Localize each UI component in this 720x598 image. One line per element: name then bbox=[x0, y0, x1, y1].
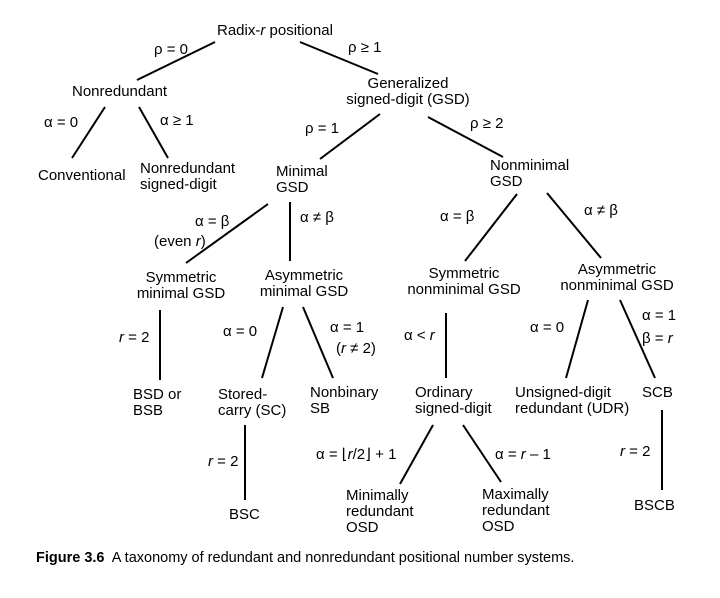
label-alpha-eq-1-a: α = 1 bbox=[330, 319, 365, 336]
label-alpha-eq-0-c: α = 0 bbox=[530, 319, 565, 336]
label-alpha-eq-beta-b: α = β bbox=[440, 208, 475, 225]
edge-gsd-minimal bbox=[319, 113, 381, 160]
label-alpha-ne-beta-a: α ≠ β bbox=[300, 209, 334, 226]
edge-asymmin-stored bbox=[261, 306, 284, 379]
edge-nonminimal-asymnonmin bbox=[546, 192, 602, 259]
label-alpha-r-minus-1: α = r – 1 bbox=[495, 446, 551, 463]
label-alpha-eq-0-a: α = 0 bbox=[44, 114, 79, 131]
label-r-eq-2-a: r = 2 bbox=[119, 329, 150, 346]
node-conventional: Conventional bbox=[38, 167, 126, 184]
label-beta-eq-r: β = r bbox=[642, 330, 673, 347]
label-alpha-floor: α = ⌊r/2⌋ + 1 bbox=[316, 446, 397, 463]
label-alpha-ge-1: α ≥ 1 bbox=[160, 112, 194, 129]
edge-ordinary-maxosd bbox=[462, 424, 502, 483]
node-scb: SCB bbox=[642, 384, 673, 401]
edge-nonminimal-symnonmin bbox=[464, 193, 518, 262]
label-rho-eq-1: ρ = 1 bbox=[305, 120, 339, 137]
node-bscb: BSCB bbox=[634, 497, 675, 514]
node-stored-carry: Stored-carry (SC) bbox=[218, 386, 287, 419]
label-r-ne-2: (r ≠ 2) bbox=[336, 340, 376, 357]
edge-ordinary-minosd bbox=[399, 424, 434, 485]
edge-nonredundant-nrsigned bbox=[138, 106, 169, 159]
label-rho-eq-0: ρ = 0 bbox=[154, 41, 188, 58]
label-rho-ge-1: ρ ≥ 1 bbox=[348, 39, 382, 56]
figure-caption: Figure 3.6 A taxonomy of redundant and n… bbox=[36, 550, 574, 566]
node-nonredundant: Nonredundant bbox=[72, 83, 168, 100]
edge-root-nonredundant bbox=[136, 41, 216, 81]
edge-gsd-nonminimal bbox=[427, 116, 504, 158]
edge-asymnonmin-scb bbox=[619, 299, 656, 379]
label-alpha-eq-1-b: α = 1 bbox=[642, 307, 677, 324]
label-alpha-ne-beta-b: α ≠ β bbox=[584, 202, 618, 219]
label-alpha-eq-beta-a: α = β bbox=[195, 213, 230, 230]
edge-asymmin-nonbinary bbox=[302, 306, 334, 379]
edge-asymnonmin-udr bbox=[565, 299, 589, 379]
edge-root-gsd bbox=[299, 41, 379, 75]
figure-number: Figure 3.6 bbox=[36, 550, 105, 566]
label-rho-ge-2: ρ ≥ 2 bbox=[470, 115, 504, 132]
node-radix-r-positional: Radix-r positional bbox=[217, 22, 333, 39]
label-r-eq-2-c: r = 2 bbox=[620, 443, 651, 460]
edge-nonredundant-conventional bbox=[71, 106, 106, 159]
label-alpha-lt-r: α < r bbox=[404, 327, 435, 344]
label-alpha-eq-0-b: α = 0 bbox=[223, 323, 258, 340]
label-r-eq-2-b: r = 2 bbox=[208, 453, 239, 470]
figure-caption-text: A taxonomy of redundant and nonredundant… bbox=[111, 550, 575, 566]
label-even-r: (even r) bbox=[154, 233, 206, 250]
node-bsc: BSC bbox=[229, 506, 260, 523]
edge-minimal-symmin bbox=[185, 203, 269, 264]
